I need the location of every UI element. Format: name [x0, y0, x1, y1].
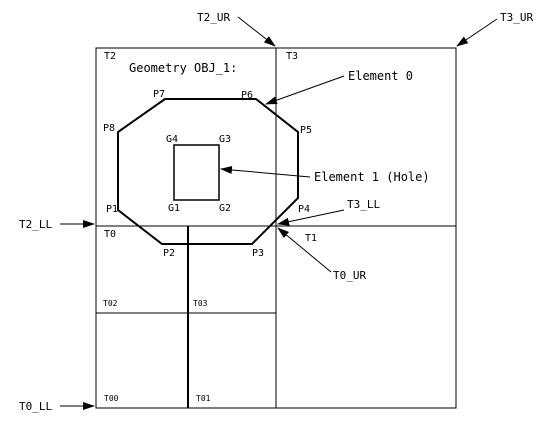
tile-label-t1: T1	[305, 233, 317, 244]
point-label-g2: G2	[219, 203, 231, 214]
point-label-p4: P4	[298, 204, 310, 215]
t3-ur-label: T3_UR	[500, 11, 533, 24]
point-label-g4: G4	[166, 134, 178, 145]
element-1-arrow	[220, 166, 311, 178]
point-label-p7: P7	[153, 89, 165, 100]
element-0-label: Element 0	[348, 69, 413, 83]
point-label-p6: P6	[241, 90, 253, 101]
point-label-g3: G3	[219, 134, 231, 145]
element-0-octagon	[117, 98, 299, 245]
t2-ur-label: T2_UR	[197, 11, 230, 24]
element-1-hole	[173, 144, 220, 201]
t3-ll-label: T3_LL	[347, 198, 380, 211]
point-label-p3: P3	[252, 248, 264, 259]
tile-label-t01: T01	[196, 394, 211, 403]
point-label-p5: P5	[300, 125, 312, 136]
point-label-g1: G1	[168, 203, 180, 214]
tile-label-t3: T3	[286, 51, 298, 62]
tile-label-t03: T03	[193, 299, 208, 308]
t0-ur-label: T0_UR	[333, 269, 366, 282]
geometry-title: Geometry OBJ_1:	[129, 61, 237, 75]
t3-ur-arrow	[456, 18, 498, 47]
point-label-p2: P2	[163, 248, 175, 259]
tile-label-t2: T2	[104, 51, 116, 62]
point-label-p1: P1	[106, 204, 118, 215]
tile-label-t02: T02	[103, 299, 118, 308]
t0-ll-label: T0_LL	[19, 400, 52, 413]
point-label-p8: P8	[103, 123, 115, 134]
t2-ur-arrow	[237, 16, 276, 47]
tile-label-t0: T0	[104, 229, 116, 240]
t3-ll-arrow	[277, 209, 345, 226]
t0-ur-arrow	[277, 227, 332, 273]
t2-ll-label: T2_LL	[19, 218, 52, 231]
tile-label-t00: T00	[104, 394, 119, 403]
element-0-arrow	[265, 75, 345, 105]
element-1-label: Element 1 (Hole)	[314, 170, 430, 184]
